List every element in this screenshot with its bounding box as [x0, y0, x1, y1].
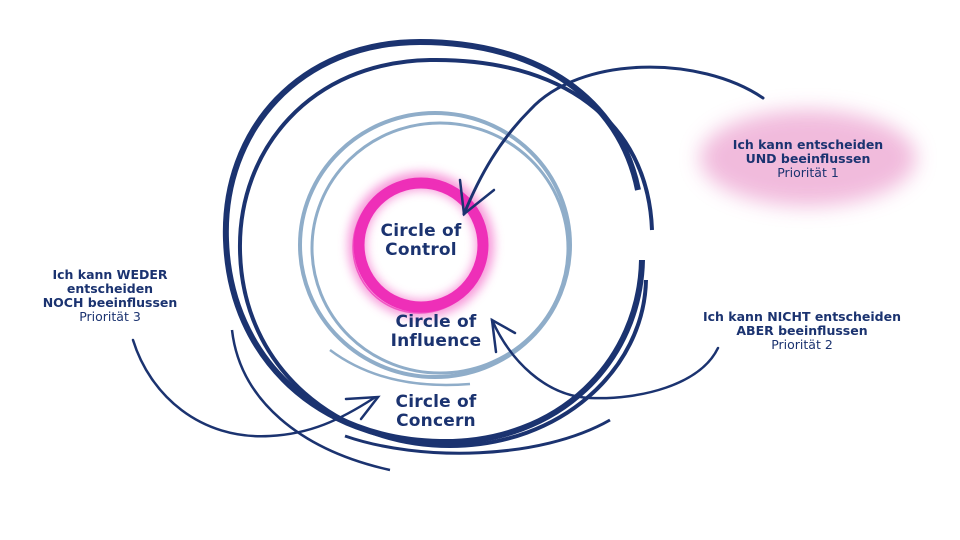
circle-of-influence-ring — [298, 111, 572, 387]
circle-of-control-label: Circle of Control — [371, 221, 471, 261]
priority3-line3: NOCH beeinflussen — [42, 295, 178, 310]
control-line1: Circle of — [380, 221, 462, 241]
priority1-highlight — [700, 110, 916, 206]
circle-of-concern-ring — [222, 38, 654, 472]
circle-of-concern-label: Circle of Concern — [376, 392, 496, 432]
priority3-line1: Ich kann WEDER — [52, 267, 168, 282]
concern-line2: Concern — [396, 411, 476, 432]
circle-of-influence-label: Circle of Influence — [376, 312, 496, 352]
priority1-priority: Priorität 1 — [777, 165, 839, 180]
influence-line2: Influence — [390, 331, 482, 352]
priority3-label: Ich kann WEDER entscheiden NOCH beeinflu… — [24, 268, 196, 324]
concern-line1: Circle of — [395, 392, 477, 412]
priority1-line2: UND beeinflussen — [745, 151, 871, 166]
priority3-priority: Priorität 3 — [79, 309, 141, 324]
priority3-line2: entscheiden — [66, 281, 154, 296]
arrow-priority2 — [490, 317, 720, 400]
priority1-line1: Ich kann entscheiden — [732, 137, 884, 152]
arrow-priority1 — [458, 65, 765, 217]
priority2-priority: Priorität 2 — [771, 337, 833, 352]
priority2-line2: ABER beeinflussen — [736, 323, 868, 338]
priority1-label: Ich kann entscheiden UND beeinflussen Pr… — [700, 138, 916, 180]
arrow-priority3 — [131, 338, 381, 438]
circle-of-control-ring — [348, 172, 494, 318]
priority2-label: Ich kann NICHT entscheiden ABER beeinflu… — [680, 310, 924, 352]
influence-line1: Circle of — [395, 312, 477, 332]
priority2-line1: Ich kann NICHT entscheiden — [702, 309, 902, 324]
control-line2: Control — [385, 240, 457, 261]
